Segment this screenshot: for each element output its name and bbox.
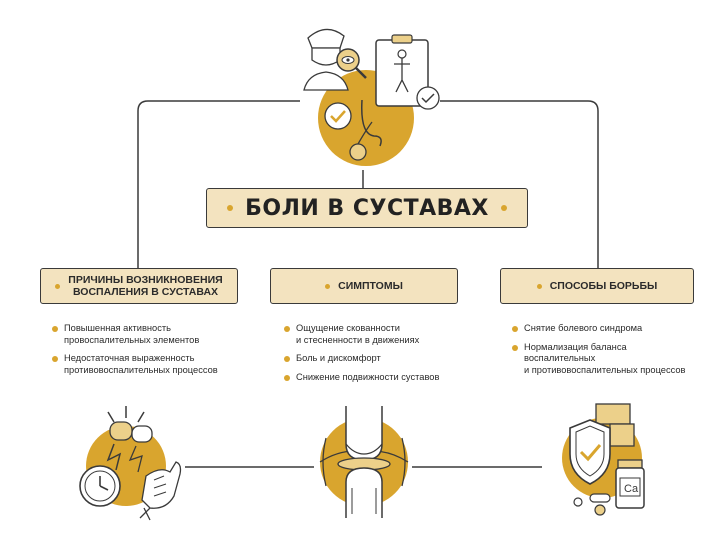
shield-check-medication-icon: Ca (562, 403, 645, 516)
list-item-text: Недостаточная выраженность противовоспал… (64, 353, 218, 375)
category-methods-label: СПОСОБЫ БОРЬБЫ (549, 280, 658, 292)
causes-list: Повышенная активность провоспалительных … (52, 323, 252, 383)
list-item: Снижение подвижности суставов (284, 372, 474, 384)
list-item: Нормализация баланса воспалительных и пр… (512, 342, 712, 377)
knee-joint-icon (319, 406, 409, 518)
bullet-dot (284, 326, 290, 332)
category-dot (325, 283, 331, 289)
list-item-text: Ощущение скованности и стесненности в дв… (296, 323, 420, 345)
list-item-text: Нормализация баланса воспалительных и пр… (524, 341, 686, 375)
list-item: Недостаточная выраженность противовоспал… (52, 353, 252, 376)
bullet-dot (52, 356, 58, 362)
bullet-dot (512, 344, 518, 351)
category-causes-box: ПРИЧИНЫ ВОЗНИКНОВЕНИЯ ВОСПАЛЕНИЯ В СУСТА… (40, 268, 238, 304)
bullet-dot (284, 374, 290, 381)
list-item: Снятие болевого синдрома (512, 323, 712, 335)
category-dot (55, 283, 61, 289)
category-dot (536, 283, 542, 289)
bullet-dot (512, 326, 518, 332)
doctor-diagnosis-icon (303, 28, 440, 166)
page-title: БОЛИ В СУСТАВАХ (245, 195, 489, 221)
joint-pain-clock-hand-icon (79, 406, 182, 521)
symptoms-list: Ощущение скованности и стесненности в дв… (284, 323, 474, 390)
list-item-text: Повышенная активность провоспалительных … (64, 323, 200, 345)
list-item-text: Боль и дискомфорт (296, 353, 381, 363)
list-item: Боль и дискомфорт (284, 353, 474, 365)
calcium-label: Ca (624, 483, 639, 495)
category-methods-box: СПОСОБЫ БОРЬБЫ (500, 268, 694, 304)
list-item: Ощущение скованности и стесненности в дв… (284, 323, 474, 346)
list-item-text: Снятие болевого синдрома (524, 323, 643, 333)
title-dot-left (227, 205, 234, 211)
category-causes-label: ПРИЧИНЫ ВОЗНИКНОВЕНИЯ ВОСПАЛЕНИЯ В СУСТА… (68, 274, 223, 298)
list-item-text: Снижение подвижности суставов (296, 371, 440, 382)
bullet-dot (52, 326, 58, 332)
main-title-box: БОЛИ В СУСТАВАХ (206, 188, 528, 228)
category-symptoms-box: СИМПТОМЫ (270, 268, 458, 304)
title-dot-right (500, 205, 507, 211)
methods-list: Снятие болевого синдрома Нормализация ба… (512, 323, 712, 383)
category-symptoms-label: СИМПТОМЫ (338, 280, 403, 292)
bullet-dot (284, 356, 290, 362)
list-item: Повышенная активность провоспалительных … (52, 323, 252, 346)
